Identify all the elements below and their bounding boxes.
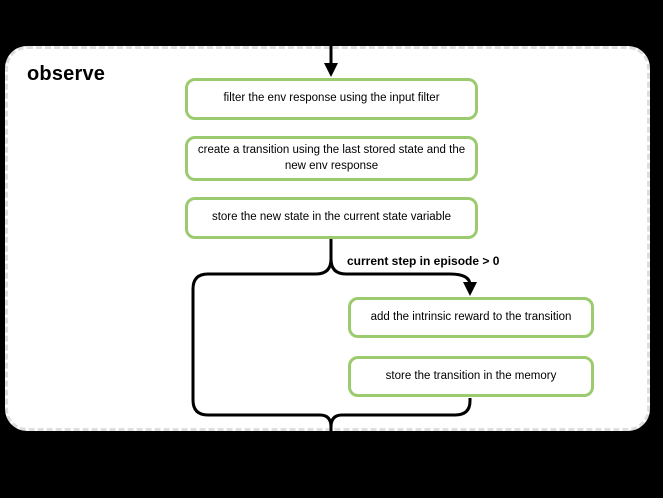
branch-condition-label: current step in episode > 0 (347, 254, 500, 268)
node-store-new-state: store the new state in the current state… (185, 197, 478, 239)
node-label: add the intrinsic reward to the transiti… (370, 310, 572, 323)
diagram-title: observe (27, 63, 106, 85)
node-store-transition: store the transition in the memory (348, 356, 594, 397)
node-label: store the transition in the memory (385, 369, 557, 382)
node-label: create a transition using the last store… (197, 143, 466, 172)
node-label: store the new state in the current state… (211, 211, 452, 224)
node-label: filter the env response using the input … (223, 92, 440, 105)
node-filter-env-response: filter the env response using the input … (185, 78, 478, 120)
node-create-transition: create a transition using the last store… (185, 136, 478, 181)
node-add-intrinsic-reward: add the intrinsic reward to the transiti… (348, 297, 594, 338)
